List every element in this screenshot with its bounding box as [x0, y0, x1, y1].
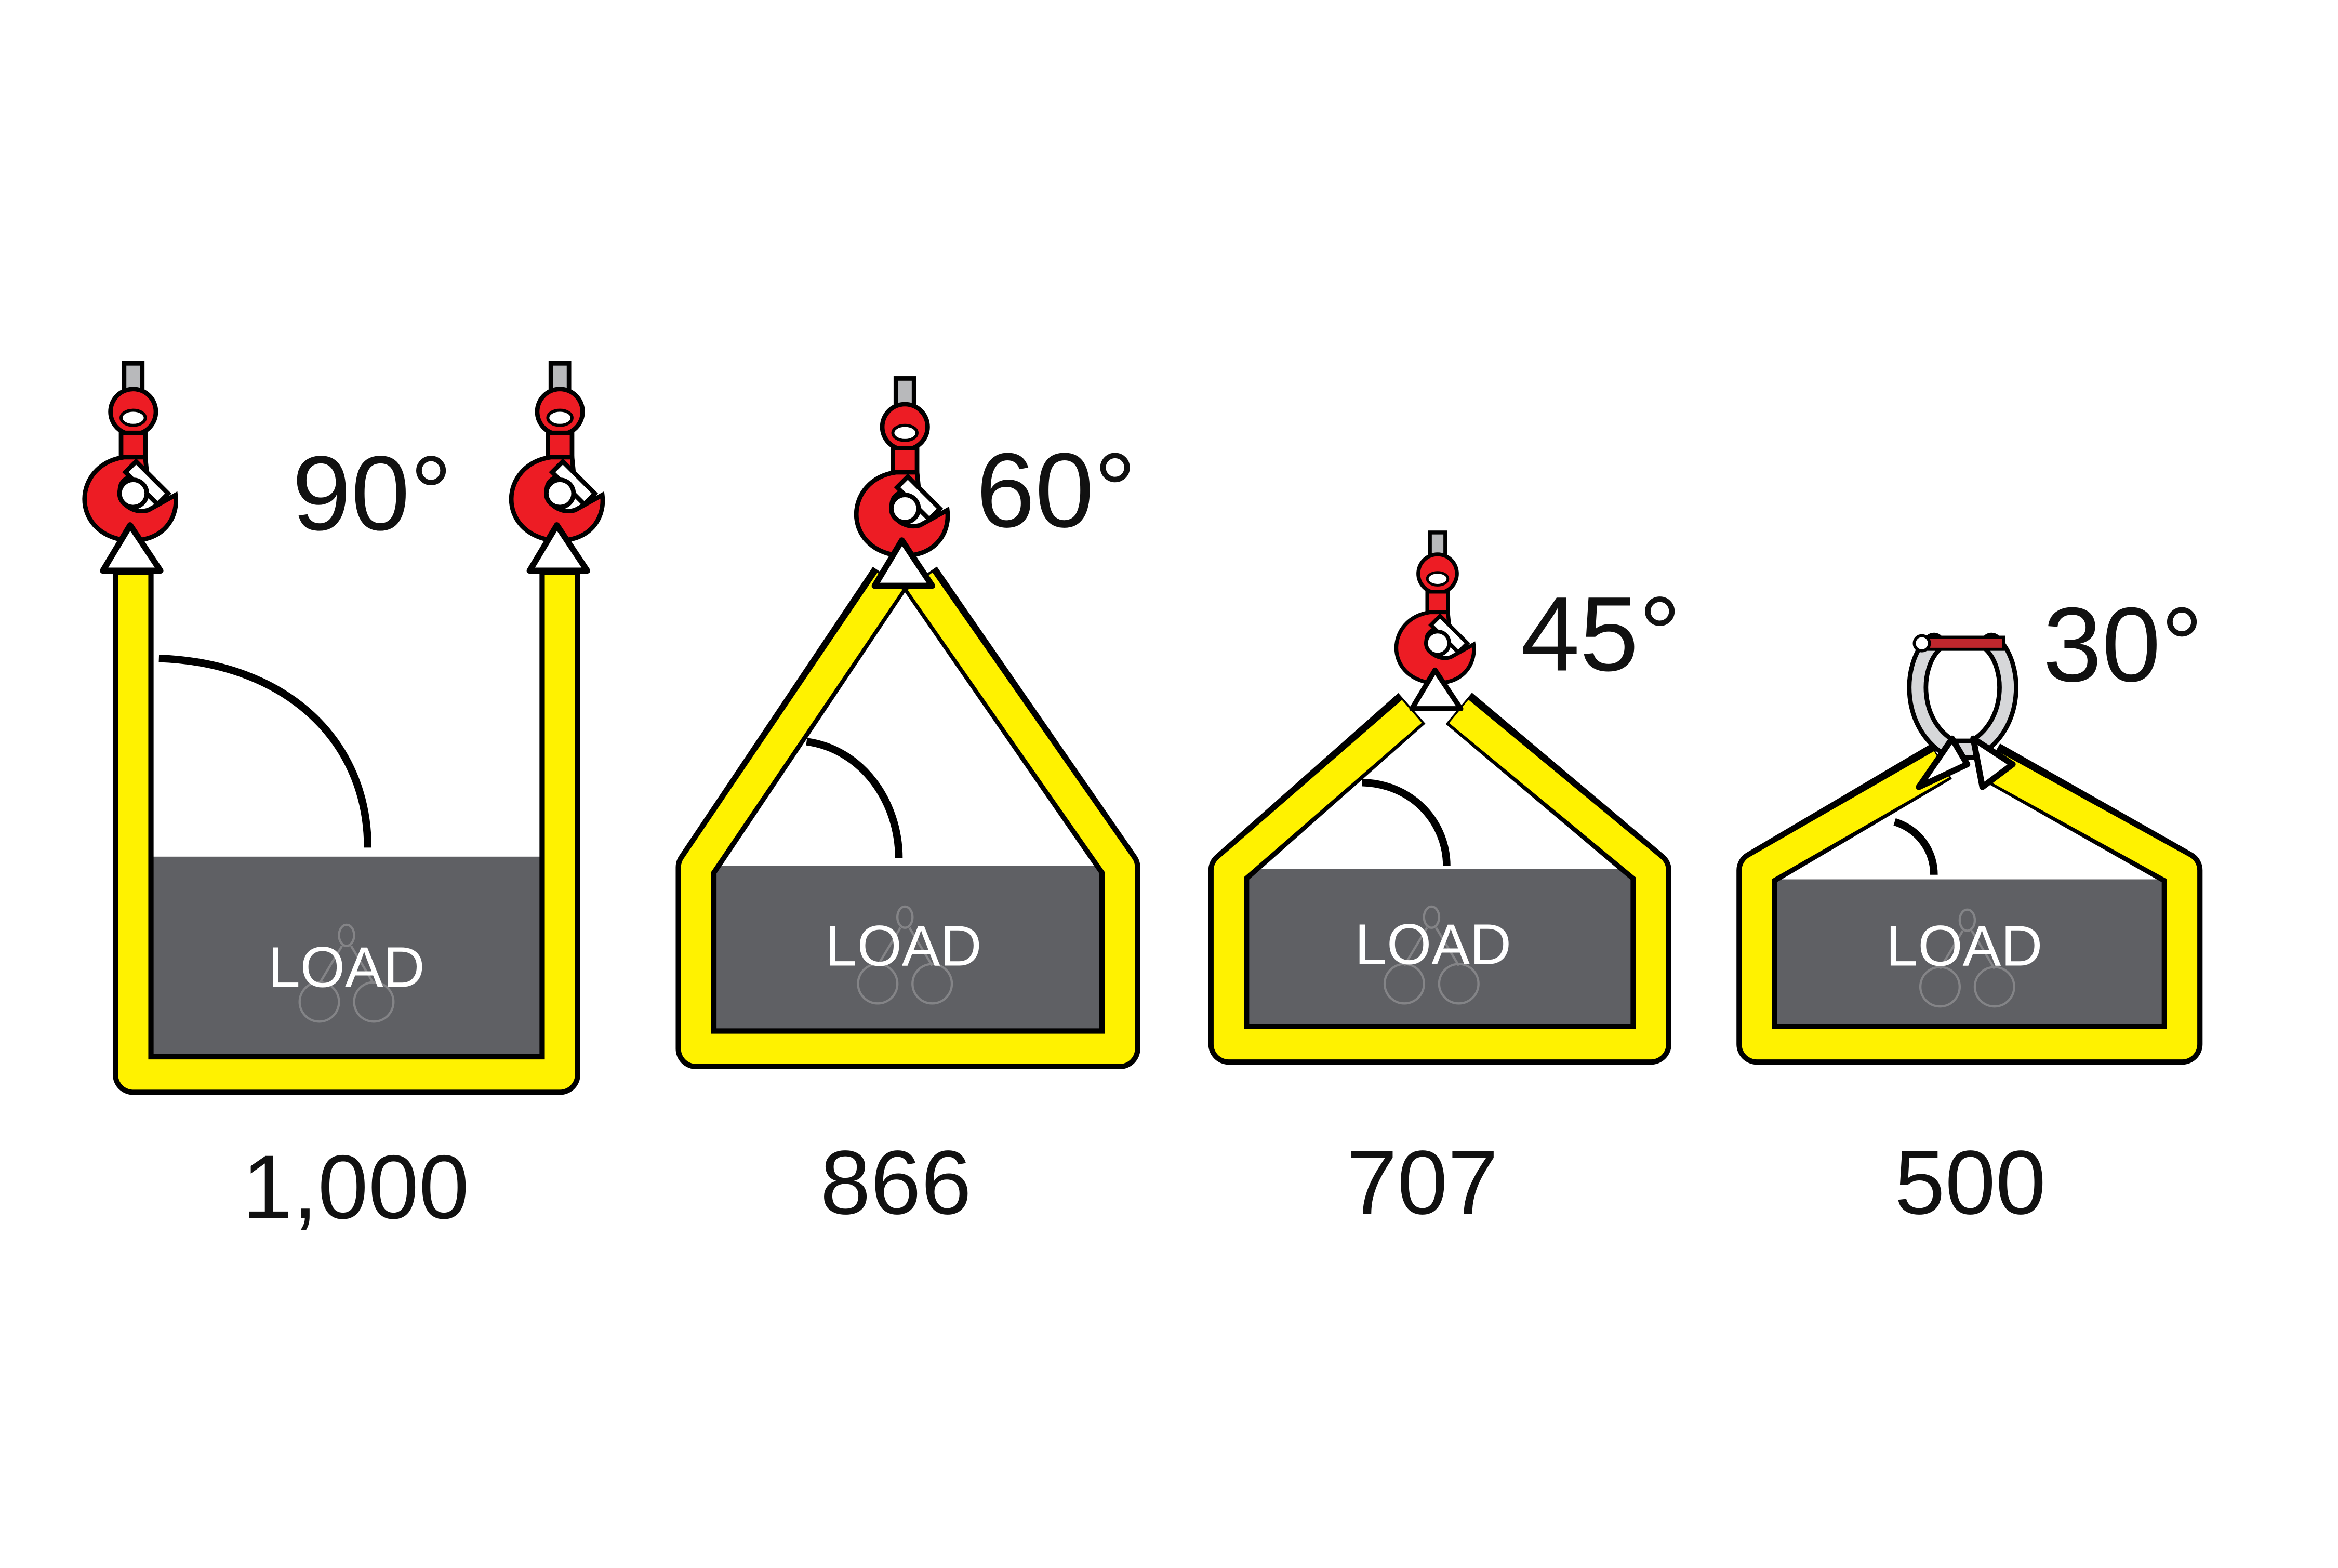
capacity-value: 1,000 [242, 1137, 469, 1238]
angle-label: 60° [976, 431, 1136, 550]
angle-label: 45° [1521, 575, 1681, 694]
panel-60: LOAD 60° 866 [675, 378, 1140, 1233]
load-label: LOAD [1886, 914, 2042, 978]
hook-icon [856, 378, 948, 586]
hook-icon [1396, 533, 1473, 709]
shackle-icon [1907, 632, 2018, 790]
angle-arc [806, 738, 903, 858]
angle-label: 90° [292, 434, 452, 553]
load-label: LOAD [268, 935, 424, 999]
load-label: LOAD [825, 914, 981, 978]
hook-icon [85, 363, 176, 570]
capacity-value: 866 [820, 1132, 972, 1233]
load-block [712, 866, 1104, 1029]
load-block [1773, 879, 2167, 1025]
sling [1213, 699, 1666, 1060]
angle-arc [158, 654, 372, 848]
panel-90: LOAD 90° 1,000 [85, 363, 603, 1238]
hook-icon [511, 363, 603, 570]
angle-arc [1893, 818, 1938, 875]
sling [681, 573, 1135, 1064]
angle-label: 30° [2043, 586, 2203, 704]
load-label: LOAD [1355, 913, 1511, 977]
panel-30: LOAD 30° 500 [1736, 586, 2203, 1233]
sling [1742, 751, 2198, 1060]
angle-arc [1362, 778, 1451, 866]
panel-45: LOAD 45° 707 [1208, 533, 1681, 1233]
capacity-value: 707 [1347, 1132, 1498, 1233]
sling [118, 575, 575, 1090]
capacity-value: 500 [1894, 1132, 2046, 1233]
load-block [1245, 869, 1635, 1025]
load-block [151, 856, 542, 1057]
